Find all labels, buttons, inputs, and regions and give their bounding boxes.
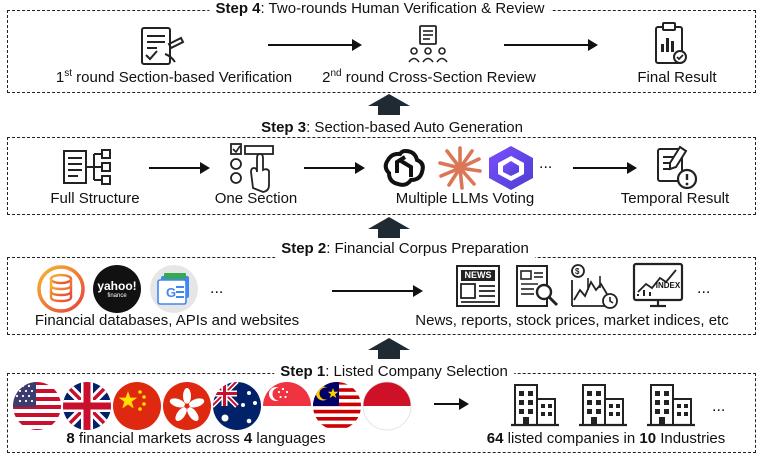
step3-title: Step 3: Section-based Auto Generation: [255, 119, 529, 137]
openai-icon: [383, 148, 425, 187]
step1-arrow: [434, 398, 469, 410]
stock-price-chart-icon: $: [571, 264, 618, 309]
malaysia-flag-icon: [313, 382, 361, 430]
final-result-clipboard-icon: [655, 22, 687, 64]
step3-arrow-3: [573, 162, 637, 174]
china-flag-icon: [113, 382, 161, 430]
company-building-icon: [647, 384, 695, 427]
step2-right-label: News, reports, stock prices, market indi…: [415, 312, 729, 329]
step3-item2-label: One Section: [214, 190, 298, 207]
report-magnifier-icon: [516, 265, 559, 307]
yahoo-logo-text: yahoo!: [97, 279, 137, 293]
verification-checklist-icon: [141, 27, 185, 65]
financial-database-icon: [37, 265, 85, 313]
companies-ellipsis: ...: [712, 398, 726, 415]
yahoo-finance-icon: [93, 265, 141, 313]
step4-item1-label: 1st round Section-based Verification: [55, 68, 293, 87]
data-types-ellipsis: ...: [697, 280, 711, 297]
step1-right-label: 64 listed companies in 10 Industries: [486, 430, 726, 447]
svg-text:$: $: [575, 267, 580, 276]
step3-item4-label: Temporal Result: [620, 190, 730, 207]
uk-flag-icon: [63, 382, 111, 430]
temporal-result-warning-doc-icon: [657, 145, 698, 190]
svg-text:G: G: [166, 285, 176, 300]
cross-review-network-icon: [408, 25, 448, 63]
step3-item1-label: Full Structure: [50, 190, 140, 207]
up-arrow-step2-to-step3: [368, 217, 410, 238]
step1-left-label: 8 financial markets across 4 languages: [66, 430, 326, 447]
step2-left-label: Financial databases, APIs and websites: [34, 312, 300, 329]
qwen-icon: [489, 146, 533, 190]
full-structure-tree-icon: [63, 149, 111, 185]
company-building-icon: [579, 384, 627, 427]
yahoo-logo-subtext: finance: [107, 293, 127, 299]
step1-title: Step 1: Listed Company Selection: [274, 363, 514, 381]
step4-item2-label: 2nd round Cross-Section Review: [322, 68, 536, 87]
market-index-icon: [632, 262, 684, 308]
news-icon: [456, 265, 500, 307]
sources-ellipsis: ...: [210, 280, 224, 297]
up-arrow-step3-to-step4: [368, 94, 410, 115]
step2-arrow: [332, 285, 423, 297]
step4-arrow-1: [268, 39, 362, 51]
step3-arrow-1: [149, 162, 210, 174]
step4-title: Step 4: Two-rounds Human Verification & …: [209, 0, 551, 18]
australia-flag-icon: [213, 382, 261, 430]
one-section-hand-select-icon: [230, 143, 274, 193]
news-icon-text: NEWS: [464, 270, 492, 280]
step4-arrow-2: [504, 39, 598, 51]
singapore-flag-icon: [263, 382, 311, 430]
llm-ellipsis: ...: [539, 155, 553, 172]
step3-arrow-2: [304, 162, 365, 174]
hong-kong-flag-icon: [163, 382, 211, 430]
step2-title: Step 2: Financial Corpus Preparation: [275, 240, 535, 258]
step3-box: [7, 137, 756, 215]
us-flag-icon: [13, 382, 61, 430]
step4-item3-label: Final Result: [637, 69, 717, 86]
indonesia-flag-icon: [362, 381, 412, 431]
up-arrow-step1-to-step2: [368, 338, 410, 359]
google-news-icon: G: [150, 265, 198, 313]
company-building-icon: [511, 384, 559, 427]
step3-item3-label: Multiple LLMs Voting: [395, 190, 535, 207]
index-icon-text: INDEX: [655, 281, 681, 290]
claude-icon: [438, 146, 482, 190]
